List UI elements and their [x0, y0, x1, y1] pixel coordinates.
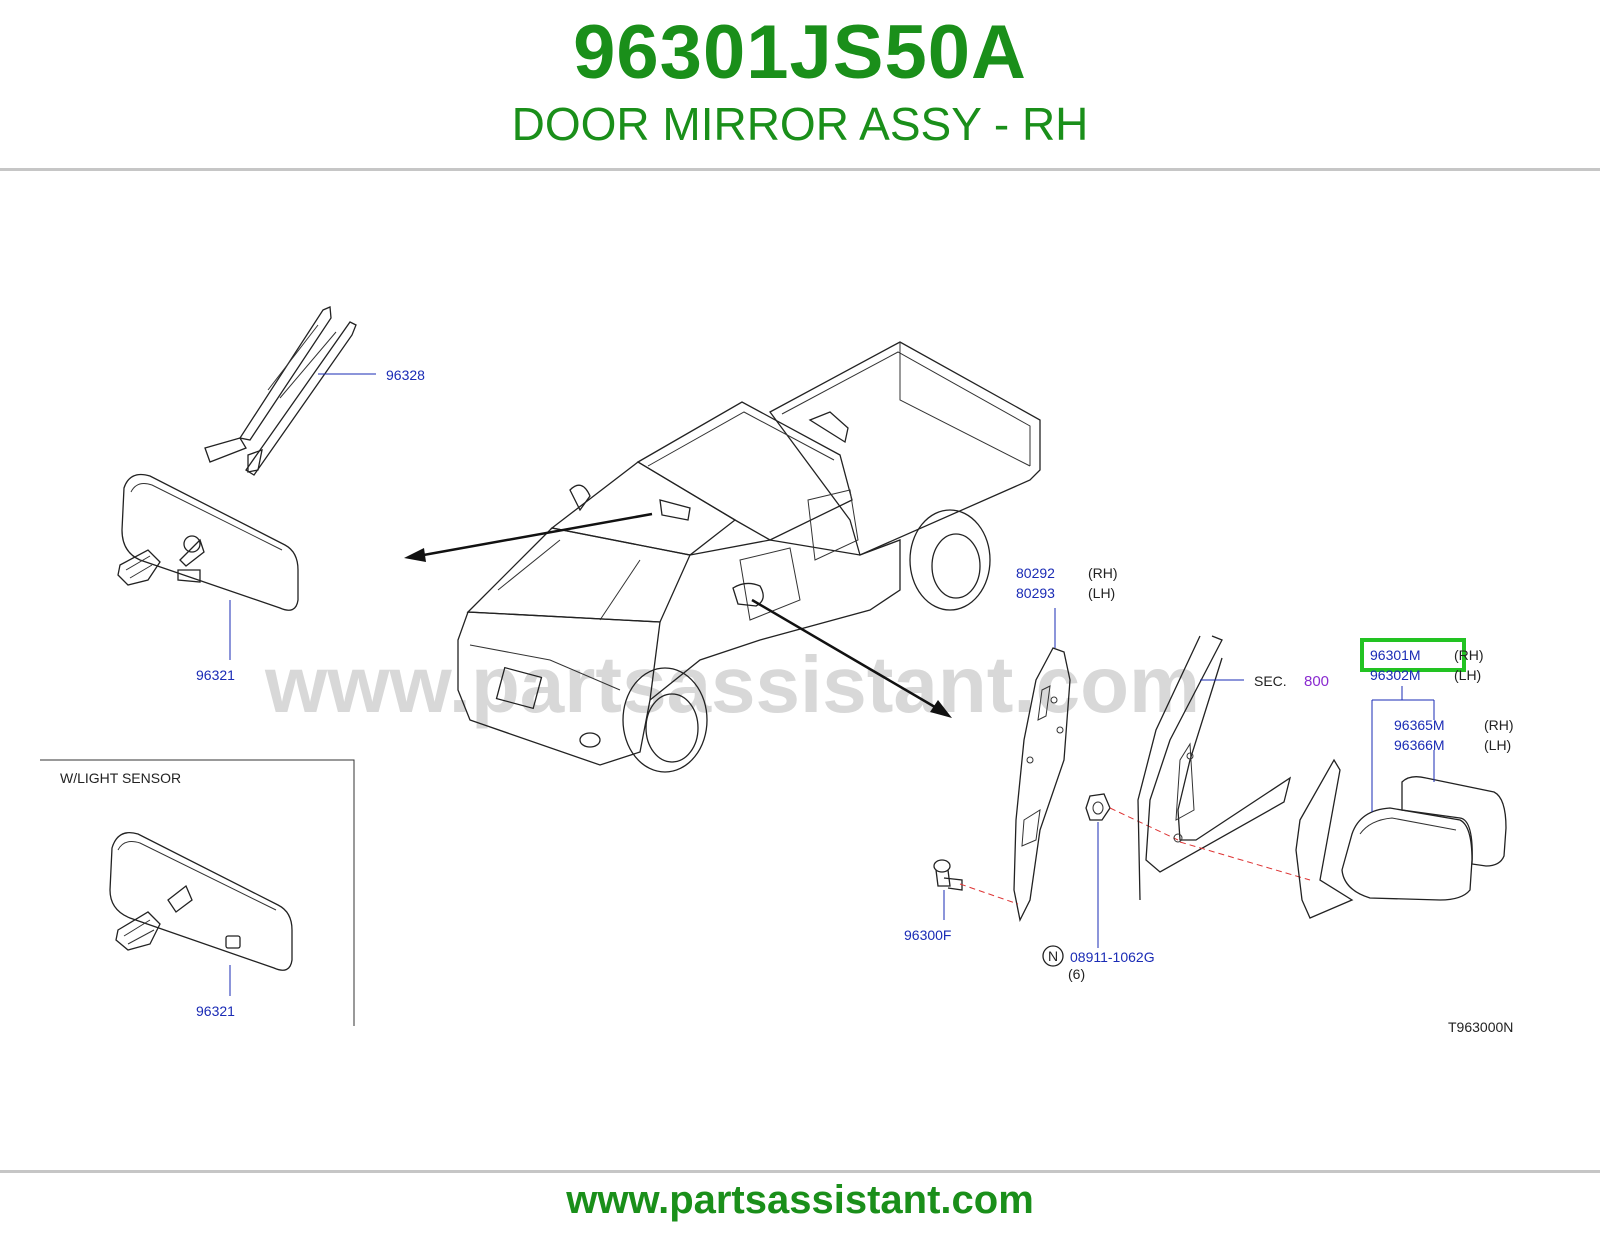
- part-description: DOOR MIRROR ASSY - RH: [511, 98, 1089, 150]
- callout-08911-symbol: N: [1048, 948, 1058, 964]
- callout-96301m[interactable]: 96301M: [1370, 647, 1421, 663]
- callout-96321-upper[interactable]: 96321: [196, 667, 235, 683]
- callout-08911[interactable]: 08911-1062G: [1070, 949, 1155, 965]
- pickup-truck-illustration: [457, 341, 1041, 773]
- dash-nut-line: [1109, 807, 1179, 841]
- arrow-to-door-mirror: [751, 598, 952, 718]
- arrow-to-rear-mirror: [404, 512, 653, 562]
- callout-96365m[interactable]: 96365M: [1394, 717, 1445, 733]
- callout-96366m-side: (LH): [1484, 737, 1511, 753]
- part-number-title: 96301JS50A: [573, 10, 1027, 95]
- highlight-box: [1360, 638, 1466, 672]
- section-ref-number[interactable]: 800: [1304, 673, 1329, 690]
- rear-view-mirror-light-sensor[interactable]: [109, 831, 293, 971]
- door-frame: [1137, 635, 1292, 901]
- diagram-code: T963000N: [1448, 1019, 1513, 1035]
- watermark-text: www.partsassistant.com: [264, 640, 1200, 729]
- callout-80292-side: (RH): [1088, 565, 1118, 581]
- callout-96366m[interactable]: 96366M: [1394, 737, 1445, 753]
- callout-80293[interactable]: 80293: [1016, 585, 1055, 601]
- callout-80293-side: (LH): [1088, 585, 1115, 601]
- callout-96365m-side: (RH): [1484, 717, 1514, 733]
- footer-divider: [0, 1170, 1600, 1173]
- callout-08911-qty: (6): [1068, 966, 1085, 982]
- variant-note: W/LIGHT SENSOR: [60, 770, 181, 786]
- section-ref-prefix: SEC.: [1254, 673, 1287, 689]
- mirror-mount-bracket[interactable]: [204, 306, 357, 476]
- callout-96302m-side: (LH): [1454, 667, 1481, 683]
- dash-door-line: [1179, 841, 1311, 881]
- door-corner-cover[interactable]: [1013, 647, 1071, 922]
- page-header: 96301JS50A DOOR MIRROR ASSY - RH: [0, 0, 1600, 168]
- callout-96328[interactable]: 96328: [386, 367, 425, 383]
- leader-96301m: [1371, 686, 1435, 812]
- door-mirror-assembly[interactable]: [1295, 758, 1473, 919]
- callout-80292[interactable]: 80292: [1016, 565, 1055, 581]
- callout-96321-lower[interactable]: 96321: [196, 1003, 235, 1019]
- clip-fastener[interactable]: [933, 859, 963, 891]
- callout-96300f[interactable]: 96300F: [904, 927, 951, 943]
- dash-clip-line: [959, 883, 1019, 905]
- header-divider: [0, 168, 1600, 171]
- hex-nut[interactable]: [1085, 793, 1111, 821]
- callout-96301m-side: (RH): [1454, 647, 1484, 663]
- rear-view-mirror-upper[interactable]: [117, 473, 299, 611]
- mirror-cover[interactable]: [1401, 776, 1507, 867]
- variant-box-border: [40, 759, 355, 1026]
- callout-96302m[interactable]: 96302M: [1370, 667, 1421, 683]
- n-symbol-circle: [1042, 945, 1064, 967]
- footer-url[interactable]: www.partsassistant.com: [566, 1178, 1034, 1222]
